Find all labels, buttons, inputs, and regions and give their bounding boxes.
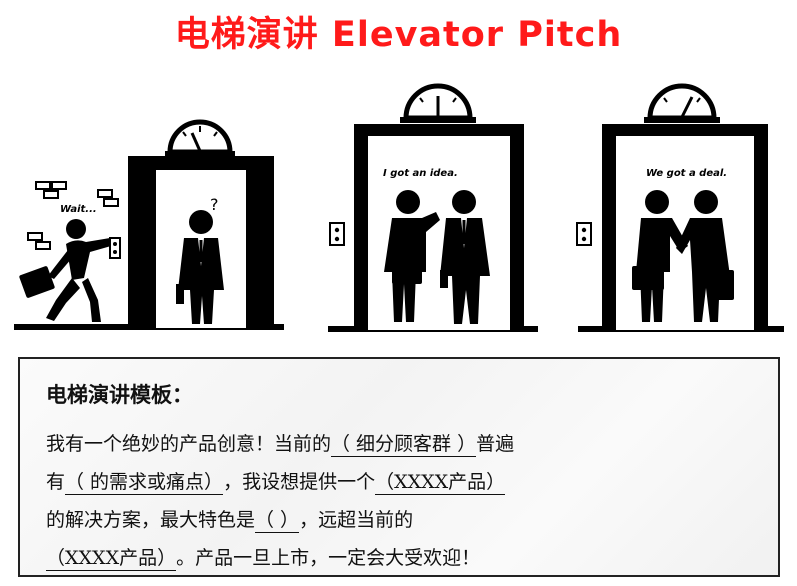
- feature-blank[interactable]: （ ）: [255, 505, 300, 533]
- template-line-3: 的解决方案，最大特色是（ ），远超当前的: [46, 505, 413, 533]
- scene-3-deal: We got a deal.: [576, 83, 784, 332]
- line3-text: 的解决方案，最大特色是: [46, 509, 256, 531]
- pain-point-blank[interactable]: （ 的需求或痛点）: [65, 467, 224, 495]
- listening-man-icon: [440, 190, 490, 324]
- elevator-illustration: ? Wait... I got an idea.: [14, 83, 784, 332]
- product-blank[interactable]: （XXXX产品）: [375, 467, 506, 495]
- floor-gauge-icon: [644, 83, 720, 123]
- template-line-2: 有（ 的需求或痛点），我设想提供一个（XXXX产品）: [46, 467, 506, 495]
- template-card: 电梯演讲模板： 我有一个绝妙的产品创意！当前的（ 细分顾客群 ）普遍 有（ 的需…: [18, 357, 780, 577]
- template-line-1: 我有一个绝妙的产品创意！当前的（ 细分顾客群 ）普遍: [46, 429, 514, 457]
- page-title: 电梯演讲 Elevator Pitch: [174, 15, 623, 55]
- walking-man-icon: [19, 219, 111, 322]
- standing-man-icon: [176, 210, 224, 324]
- template-heading: 电梯演讲模板：: [46, 382, 193, 407]
- brick-wall-icon: [27, 181, 119, 250]
- template-line-4: （XXXX产品）。产品一旦上市，一定会大受欢迎！: [46, 543, 480, 571]
- handshake-icon: [632, 190, 734, 322]
- speech-deal: We got a deal.: [646, 168, 727, 179]
- customer-segment-blank[interactable]: （ 细分顾客群 ）: [331, 429, 477, 457]
- floor-gauge-icon: [400, 83, 476, 123]
- speech-idea: I got an idea.: [383, 168, 458, 179]
- scene-2-elevator-open: I got an idea.: [328, 83, 538, 332]
- line4-text: 。产品一旦上市，一定会大受欢迎！: [176, 547, 481, 569]
- question-mark: ?: [210, 195, 219, 214]
- line1-text: 我有一个绝妙的产品创意！当前的: [46, 433, 332, 455]
- line3-suffix: ，远超当前的: [299, 509, 414, 531]
- line1-suffix: 普遍: [476, 433, 515, 455]
- presenting-man-icon: [384, 190, 440, 322]
- floor-gauge-icon: [165, 119, 235, 157]
- line2-mid: ，我设想提供一个: [223, 471, 376, 493]
- line2-text: 有: [46, 471, 66, 493]
- scene-1-elevator-closed: ? Wait...: [14, 119, 284, 330]
- speech-wait: Wait...: [60, 204, 97, 215]
- competitor-blank[interactable]: （XXXX产品）: [46, 543, 177, 571]
